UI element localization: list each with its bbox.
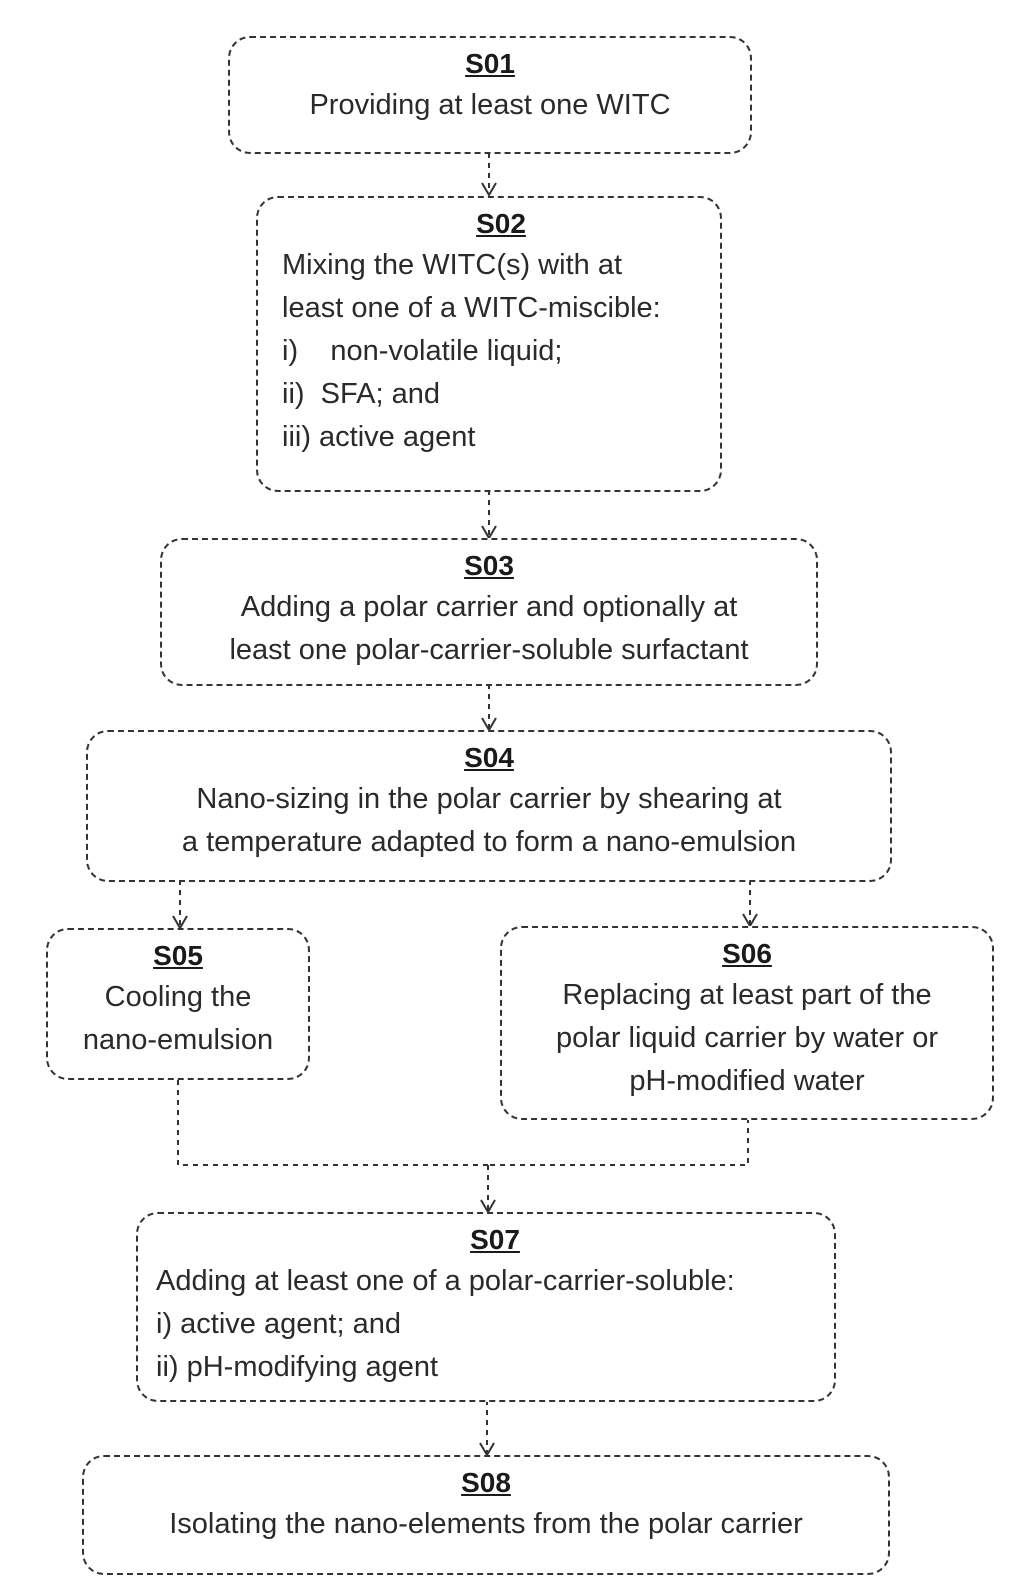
step-text-s05-line-1: Cooling the (48, 976, 308, 1019)
step-text-s04-line-2: a temperature adapted to form a nano-emu… (88, 821, 890, 864)
step-text-s03-line-2: least one polar-carrier-soluble surfacta… (162, 629, 816, 672)
edge-s05-merge (178, 1080, 488, 1165)
step-text-s02-line-1: Mixing the WITC(s) with at (282, 244, 720, 287)
step-label-s01: S01 (230, 44, 750, 84)
step-text-s06-line-1: Replacing at least part of the (502, 974, 992, 1017)
step-label-s07: S07 (156, 1220, 834, 1260)
step-box-s06: S06 Replacing at least part of the polar… (500, 926, 994, 1120)
step-text-s06-line-3: pH-modified water (502, 1060, 992, 1103)
step-text-s07-line-3: ii) pH-modifying agent (156, 1346, 834, 1389)
edge-s06-merge (488, 1118, 748, 1165)
step-box-s05: S05 Cooling the nano-emulsion (46, 928, 310, 1080)
step-box-s04: S04 Nano-sizing in the polar carrier by … (86, 730, 892, 882)
step-text-s04-line-1: Nano-sizing in the polar carrier by shea… (88, 778, 890, 821)
step-text-s02-line-5: iii) active agent (282, 416, 720, 459)
step-box-s03: S03 Adding a polar carrier and optionall… (160, 538, 818, 686)
step-label-s06: S06 (502, 934, 992, 974)
step-label-s08: S08 (84, 1463, 888, 1503)
step-box-s07: S07 Adding at least one of a polar-carri… (136, 1212, 836, 1402)
step-text-s05-line-2: nano-emulsion (48, 1019, 308, 1062)
step-text-s07-line-2: i) active agent; and (156, 1303, 834, 1346)
step-text-s02-line-4: ii) SFA; and (282, 373, 720, 416)
step-box-s02: S02 Mixing the WITC(s) with at least one… (256, 196, 722, 492)
step-text-s02-line-2: least one of a WITC-miscible: (282, 287, 720, 330)
step-text-s06-line-2: polar liquid carrier by water or (502, 1017, 992, 1060)
step-box-s01: S01 Providing at least one WITC (228, 36, 752, 154)
step-text-s08-line-1: Isolating the nano-elements from the pol… (84, 1503, 888, 1546)
step-text-s07-line-1: Adding at least one of a polar-carrier-s… (156, 1260, 834, 1303)
step-label-s03: S03 (162, 546, 816, 586)
step-text-s02-line-3: i) non-volatile liquid; (282, 330, 720, 373)
step-label-s05: S05 (48, 936, 308, 976)
step-text-s01-line-1: Providing at least one WITC (230, 84, 750, 127)
step-label-s02: S02 (282, 204, 720, 244)
step-text-s03-line-1: Adding a polar carrier and optionally at (162, 586, 816, 629)
step-box-s08: S08 Isolating the nano-elements from the… (82, 1455, 890, 1575)
step-label-s04: S04 (88, 738, 890, 778)
